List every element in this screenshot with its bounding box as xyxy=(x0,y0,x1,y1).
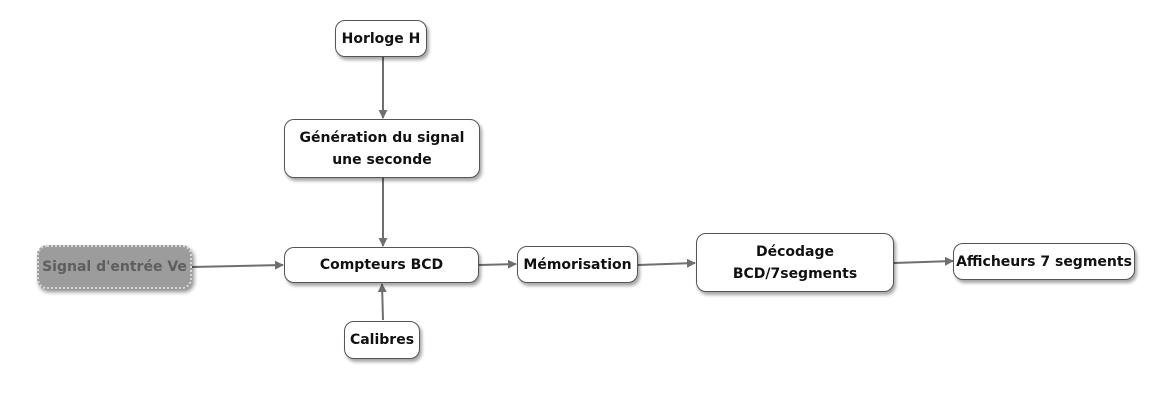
signal-entree-node: Signal d'entrée Ve xyxy=(37,245,192,289)
memorisation-node: Mémorisation xyxy=(517,246,638,283)
horloge-h-node: Horloge H xyxy=(335,20,427,57)
afficheurs-node: Afficheurs 7 segments xyxy=(953,243,1135,280)
decodage-node: Décodage BCD/7segments xyxy=(696,233,894,292)
compteurs-bcd-node: Compteurs BCD xyxy=(284,247,479,283)
arrow-decodage-to-afficheurs xyxy=(893,256,954,266)
arrow-compteurs-to-memorisation xyxy=(478,259,517,269)
arrow-signal-to-compteurs xyxy=(191,260,284,270)
arrow-memorisation-to-decodage xyxy=(637,258,696,268)
generation-signal-node: Génération du signal une seconde xyxy=(284,119,480,178)
arrow-calibres-to-compteurs xyxy=(377,283,387,321)
calibres-node: Calibres xyxy=(344,321,420,359)
